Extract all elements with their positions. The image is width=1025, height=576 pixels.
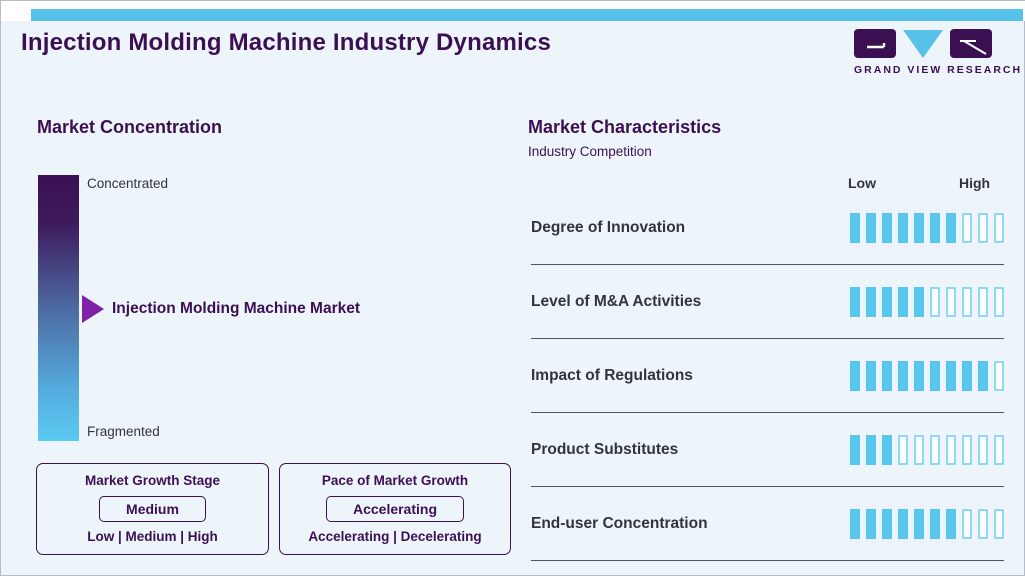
tick-empty — [978, 286, 988, 317]
characteristic-label: Level of M&A Activities — [531, 292, 702, 310]
tick-filled — [898, 508, 908, 539]
characteristic-label: Impact of Regulations — [531, 366, 693, 384]
tick-filled — [850, 508, 860, 539]
tick-filled — [930, 212, 940, 243]
growth-stage-title: Market Growth Stage — [84, 473, 221, 488]
concentrated-label: Concentrated — [87, 176, 169, 191]
tick-filled — [914, 212, 924, 243]
tick-filled — [898, 212, 908, 243]
tick-filled — [866, 434, 876, 465]
growth-pace-options: Accelerating | Decelerating — [308, 529, 482, 544]
tick-filled — [850, 360, 860, 391]
tick-empty — [978, 508, 988, 539]
tick-filled — [914, 286, 924, 317]
tick-filled — [866, 508, 876, 539]
growth-pace-box: Pace of Market Growth Accelerating Accel… — [279, 463, 511, 555]
market-characteristics-heading: Market Characteristics — [528, 117, 722, 137]
characteristic-label: Product Substitutes — [531, 440, 679, 458]
tick-filled — [914, 508, 924, 539]
growth-stage-box: Market Growth Stage Medium Low | Medium … — [36, 463, 269, 555]
market-pointer-label: Injection Molding Machine Market — [112, 300, 361, 317]
tick-empty — [994, 286, 1004, 317]
tick-filled — [866, 286, 876, 317]
tick-empty — [946, 434, 956, 465]
tick-filled — [946, 508, 956, 539]
tick-filled — [882, 212, 892, 243]
characteristic-row: Impact of Regulations — [531, 339, 1004, 413]
tick-filled — [930, 508, 940, 539]
growth-pace-value: Accelerating — [325, 495, 465, 522]
tick-filled — [850, 286, 860, 317]
tick-filled — [946, 360, 956, 391]
characteristic-row: Degree of Innovation — [531, 191, 1004, 265]
tick-filled — [866, 212, 876, 243]
tick-filled — [962, 360, 972, 391]
tick-empty — [978, 212, 988, 243]
tick-scale — [850, 434, 1004, 465]
tick-filled — [850, 434, 860, 465]
tick-empty — [946, 286, 956, 317]
logo-g-glyph — [867, 43, 886, 49]
tick-scale — [850, 286, 1004, 317]
logo-v-mark — [903, 30, 943, 58]
tick-empty — [994, 360, 1004, 391]
characteristic-label: End-user Concentration — [531, 514, 708, 532]
market-concentration-heading: Market Concentration — [37, 117, 223, 137]
tick-filled — [850, 212, 860, 243]
tick-empty — [930, 286, 940, 317]
tick-empty — [962, 212, 972, 243]
tick-empty — [962, 286, 972, 317]
tick-filled — [898, 286, 908, 317]
tick-filled — [866, 360, 876, 391]
tick-filled — [930, 360, 940, 391]
tick-empty — [930, 434, 940, 465]
tick-empty — [994, 212, 1004, 243]
logo-r-glyph — [960, 40, 987, 55]
page-title: Injection Molding Machine Industry Dynam… — [21, 29, 552, 56]
scale-low-label: Low — [848, 175, 876, 191]
characteristic-row: Level of M&A Activities — [531, 265, 1004, 339]
concentration-gradient-bar — [38, 175, 79, 441]
logo-wordmark: GRAND VIEW RESEARCH — [854, 64, 1023, 76]
growth-stage-options: Low | Medium | High — [87, 529, 218, 544]
tick-empty — [914, 434, 924, 465]
top-accent-bar — [31, 9, 1023, 21]
tick-filled — [882, 286, 892, 317]
tick-scale — [850, 508, 1004, 539]
tick-filled — [898, 360, 908, 391]
logo-g-mark — [854, 29, 896, 58]
tick-filled — [882, 434, 892, 465]
characteristic-row: Product Substitutes — [531, 413, 1004, 487]
industry-competition-subheading: Industry Competition — [528, 144, 652, 159]
scale-high-label: High — [959, 175, 991, 191]
tick-empty — [962, 508, 972, 539]
fragmented-label: Fragmented — [87, 424, 160, 439]
characteristic-label: Degree of Innovation — [531, 218, 686, 236]
tick-filled — [882, 508, 892, 539]
tick-empty — [994, 434, 1004, 465]
tick-filled — [946, 212, 956, 243]
growth-pace-title: Pace of Market Growth — [321, 473, 469, 488]
tick-filled — [882, 360, 892, 391]
characteristic-row: End-user Concentration — [531, 487, 1004, 561]
tick-filled — [914, 360, 924, 391]
tick-scale — [850, 212, 1004, 243]
tick-empty — [994, 508, 1004, 539]
market-pointer-arrow-icon — [82, 295, 104, 323]
brand-logo: GRAND VIEW RESEARCH — [854, 27, 1023, 76]
tick-filled — [978, 360, 988, 391]
tick-empty — [962, 434, 972, 465]
growth-stage-value: Medium — [99, 495, 206, 522]
tick-empty — [978, 434, 988, 465]
tick-empty — [898, 434, 908, 465]
tick-scale — [850, 360, 1004, 391]
brand-logo-marks — [854, 29, 992, 58]
